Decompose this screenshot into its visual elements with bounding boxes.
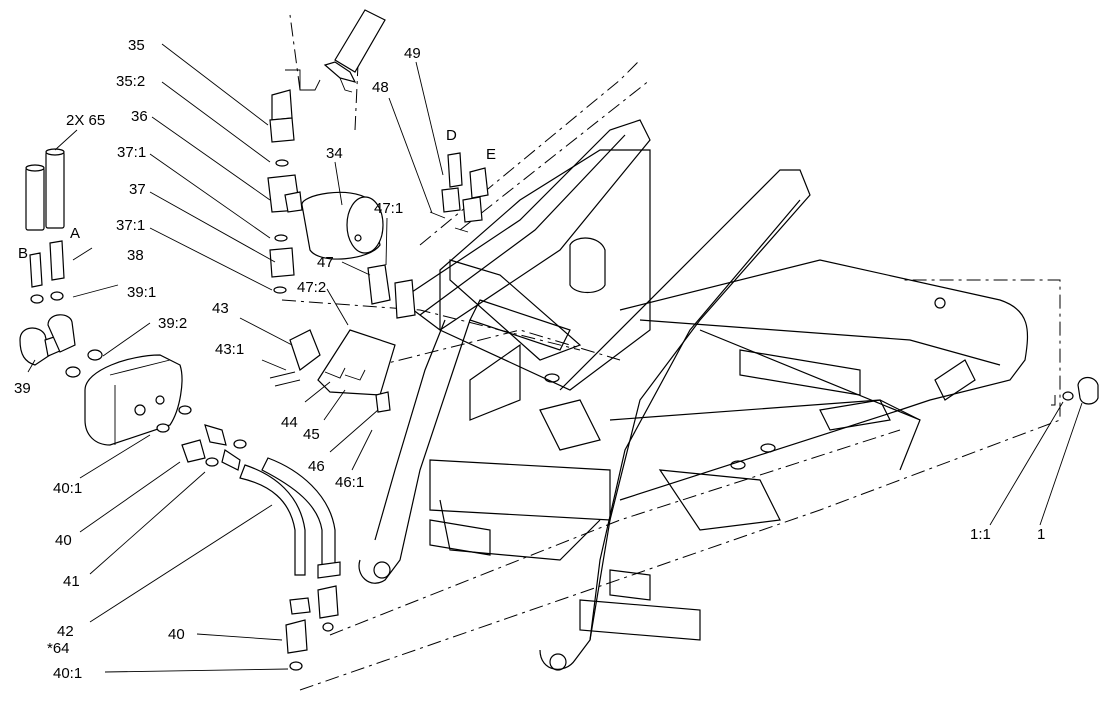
left-fittings — [19, 148, 103, 378]
label-41: 41 — [63, 573, 80, 590]
cylinder-end — [323, 9, 386, 93]
label-1-1: 1:1 — [970, 526, 991, 543]
label-45: 45 — [303, 426, 320, 443]
label-64: *64 — [47, 640, 70, 657]
label-43: 43 — [212, 300, 229, 317]
label-47-1: 47:1 — [374, 200, 403, 217]
label-37-1-top: 37:1 — [117, 144, 146, 161]
label-43-1: 43:1 — [215, 341, 244, 358]
filter-assembly — [267, 89, 384, 294]
hose-fittings — [181, 424, 341, 671]
label-49: 49 — [404, 45, 421, 62]
label-39-1: 39:1 — [127, 284, 156, 301]
label-40-1-top: 40:1 — [53, 480, 82, 497]
label-37-1-bottom: 37:1 — [116, 217, 145, 234]
label-39: 39 — [14, 380, 31, 397]
label-2x65: 2X 65 — [66, 112, 105, 129]
leader-lines — [27, 43, 1083, 673]
label-46-1: 46:1 — [335, 474, 364, 491]
label-47-2: 47:2 — [297, 279, 326, 296]
label-40-1-bottom: 40:1 — [53, 665, 82, 682]
label-47: 47 — [317, 254, 334, 271]
label-e: E — [486, 146, 496, 163]
label-40-top: 40 — [55, 532, 72, 549]
label-39-2: 39:2 — [158, 315, 187, 332]
label-42: 42 — [57, 623, 74, 640]
label-48: 48 — [372, 79, 389, 96]
label-37: 37 — [129, 181, 146, 198]
hose-routing-lines — [281, 14, 1061, 691]
machine-frame — [358, 119, 1029, 671]
label-35-2: 35:2 — [116, 73, 145, 90]
valve-bracket — [269, 264, 416, 413]
label-40-bottom: 40 — [168, 626, 185, 643]
label-34: 34 — [326, 145, 343, 162]
hydraulic-pump — [84, 354, 192, 446]
label-d: D — [446, 127, 457, 144]
label-a: A — [70, 225, 80, 242]
label-38: 38 — [127, 247, 144, 264]
label-46: 46 — [308, 458, 325, 475]
label-44: 44 — [281, 414, 298, 431]
d-e-fittings — [429, 152, 489, 233]
callout-labels: 35 35:2 36 34 37:1 37 37:1 2X 65 A B 38 … — [14, 37, 1045, 682]
label-b: B — [18, 245, 28, 262]
label-35: 35 — [128, 37, 145, 54]
label-1: 1 — [1037, 526, 1045, 543]
plug-fitting — [1062, 376, 1099, 405]
label-36: 36 — [131, 108, 148, 125]
